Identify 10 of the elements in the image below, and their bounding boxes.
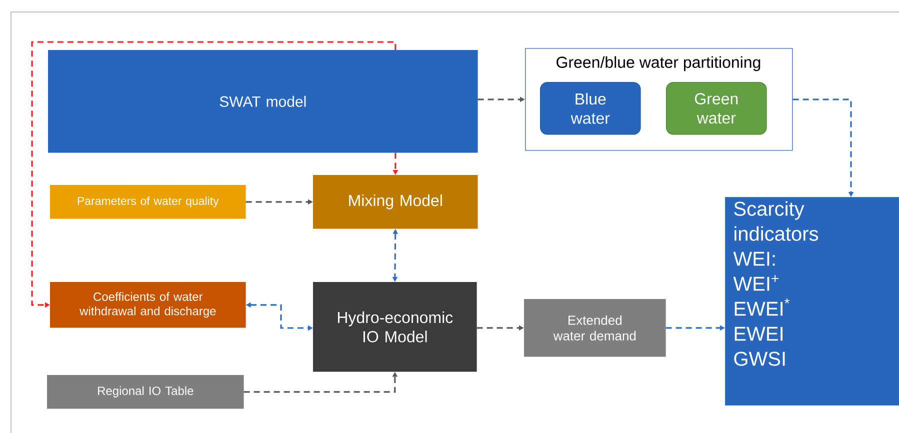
rounded-box: Blue water <box>540 82 641 135</box>
indicator-box: Scarcity indicators WEI: WEI$^{+}$ EWEI$^{*}$ EWEI GWSI <box>725 197 899 406</box>
input-box: Coefficients of water withdrawal and discharge <box>50 282 246 328</box>
model-box: Hydro-economic IO Model <box>313 282 477 372</box>
rounded-box: Green water <box>666 82 767 135</box>
input-box: Regional IO Table <box>47 375 244 409</box>
input-box: Parameters of water quality <box>50 185 246 219</box>
output-box: Extended water demand <box>524 299 666 357</box>
model-box: Mixing Model <box>313 175 478 229</box>
model-box: SWAT model <box>48 50 478 153</box>
